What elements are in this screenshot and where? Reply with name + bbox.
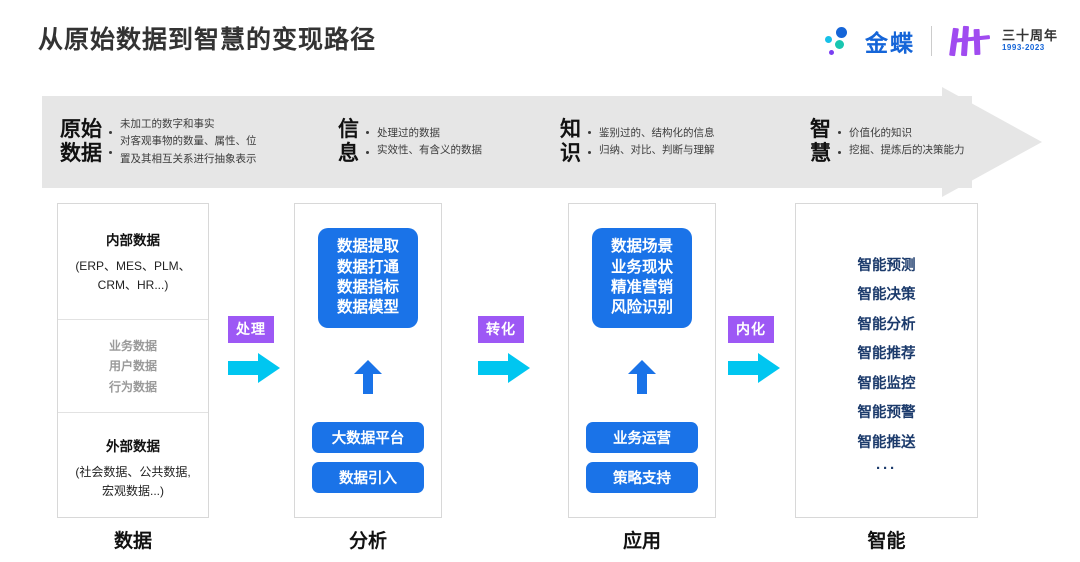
intelligence-list: 智能预测 智能决策 智能分析 智能推荐 智能监控 智能预警 智能推送 ··· — [796, 204, 977, 477]
band-segment-line: 处理过的数据 — [377, 126, 440, 139]
band-segment-line: 实效性、有含义的数据 — [377, 144, 482, 156]
anniversary-mark-icon — [948, 24, 992, 58]
data-category-block: 业务数据 用户数据 行为数据 — [58, 320, 208, 413]
connector-label: 转化 — [478, 316, 524, 343]
connector-transform: 转化 — [478, 316, 538, 383]
bullet-dots-icon — [588, 130, 591, 154]
band-segment-title: 智 慧 — [810, 117, 831, 165]
band-segment-knowledge: 知 识 鉴别过的、结构化的信息 归纳、对比、判断与理解 — [560, 96, 810, 188]
brand-logo: 金蝶 三十周年 1993-2023 — [823, 22, 1058, 60]
bullet-dots-icon — [838, 130, 841, 154]
connector-label: 内化 — [728, 316, 774, 343]
band-segment-wisdom: 智 慧 价值化的知识 挖掘、提炼后的决策能力 — [810, 96, 1030, 188]
page-title: 从原始数据到智慧的变现路径 — [38, 26, 377, 54]
data-category-item: 业务数据 — [108, 339, 157, 353]
band-segment-line: 对客观事物的数量、属性、位 置及其相互关系进行抽象表示 — [120, 135, 257, 165]
application-pill-business-operations[interactable]: 业务运营 — [586, 422, 698, 453]
capability-line: 数据提取 — [336, 238, 399, 256]
band-segment-line: 挖掘、提炼后的决策能力 — [849, 144, 965, 156]
application-capability-box: 数据场景 业务现状 精准营销 风险识别 — [592, 228, 692, 328]
band-segment-title: 信 息 — [338, 117, 359, 165]
list-ellipsis: ··· — [876, 459, 897, 477]
bullet-dots-icon — [109, 130, 112, 154]
right-arrow-icon — [228, 353, 284, 383]
analysis-pill-data-ingestion[interactable]: 数据引入 — [312, 462, 424, 493]
capability-line: 数据指标 — [336, 279, 399, 296]
anniversary-years: 1993-2023 — [1001, 42, 1045, 52]
band-segment-line: 未加工的数字和事实 — [120, 118, 215, 131]
anniversary-text: 三十周年 1993-2023 — [1002, 29, 1058, 52]
band-segment-line: 鉴别过的、结构化的信息 — [599, 126, 715, 139]
maturity-arrow-band: 原始 数据 未加工的数字和事实 对客观事物的数量、属性、位 置及其相互关系进行抽… — [42, 87, 1042, 197]
brand-divider — [930, 26, 932, 56]
kingdee-dots-icon — [823, 25, 855, 57]
data-category-item: 用户数据 — [108, 359, 157, 374]
right-arrow-icon — [478, 353, 534, 383]
band-arrow-head — [942, 87, 1042, 197]
anniversary-label: 三十周年 — [1001, 28, 1058, 44]
list-item: 智能预测 — [857, 258, 916, 274]
analysis-pill-bigdata-platform[interactable]: 大数据平台 — [312, 422, 424, 453]
internal-data-title: 内部数据 — [106, 233, 160, 248]
capability-line: 精准营销 — [610, 279, 673, 296]
list-item: 智能分析 — [857, 316, 916, 333]
column-card-data: 内部数据 (ERP、MES、PLM、 CRM、HR...) 业务数据 用户数据 … — [57, 203, 209, 518]
application-up-arrow-icon — [628, 360, 656, 394]
external-data-block: 外部数据 (社会数据、公共数据, 宏观数据...) — [58, 413, 208, 500]
list-item: 智能推送 — [857, 434, 916, 451]
list-item: 智能决策 — [857, 287, 916, 304]
stage-label-application: 应用 — [622, 531, 661, 552]
connector-internalize: 内化 — [728, 316, 788, 383]
data-category-item: 行为数据 — [108, 379, 157, 394]
stage-labels: 数据 分析 应用 智能 — [0, 526, 1080, 558]
capability-line: 业务现状 — [610, 258, 673, 276]
band-segment-information: 信 息 处理过的数据 实效性、有含义的数据 — [338, 96, 560, 188]
capability-line: 风险识别 — [610, 299, 673, 317]
band-segment-title: 知 识 — [560, 117, 581, 165]
stage-label-data: 数据 — [113, 531, 152, 552]
band-segment-line: 价值化的知识 — [849, 126, 912, 139]
list-item: 智能推荐 — [857, 346, 916, 363]
band-segment-raw-data: 原始 数据 未加工的数字和事实 对客观事物的数量、属性、位 置及其相互关系进行抽… — [60, 96, 338, 188]
analysis-capability-box: 数据提取 数据打通 数据指标 数据模型 — [318, 228, 418, 328]
band-segment-title: 原始 数据 — [60, 117, 102, 165]
connector-process: 处理 — [228, 316, 288, 383]
right-arrow-icon — [728, 353, 784, 383]
connector-label: 处理 — [228, 316, 274, 343]
capability-line: 数据模型 — [336, 299, 399, 317]
internal-data-sources: (ERP、MES、PLM、 CRM、HR...) — [75, 259, 191, 292]
pipeline-row: 内部数据 (ERP、MES、PLM、 CRM、HR...) 业务数据 用户数据 … — [0, 203, 1080, 523]
stage-label-intelligence: 智能 — [867, 531, 906, 552]
list-item: 智能监控 — [857, 375, 916, 392]
internal-data-block: 内部数据 (ERP、MES、PLM、 CRM、HR...) — [58, 204, 208, 320]
list-item: 智能预警 — [857, 405, 916, 422]
analysis-up-arrow-icon — [354, 360, 382, 394]
brand-name: 金蝶 — [864, 30, 915, 56]
external-data-sources: (社会数据、公共数据, 宏观数据...) — [75, 465, 191, 498]
column-card-intelligence: 智能预测 智能决策 智能分析 智能推荐 智能监控 智能预警 智能推送 ··· — [795, 203, 978, 518]
bullet-dots-icon — [366, 130, 369, 154]
stage-label-analysis: 分析 — [348, 531, 387, 552]
band-body — [42, 96, 972, 188]
application-pill-strategy-support[interactable]: 策略支持 — [586, 462, 698, 493]
band-segment-line: 归纳、对比、判断与理解 — [599, 144, 715, 156]
external-data-title: 外部数据 — [106, 439, 160, 454]
capability-line: 数据场景 — [610, 238, 673, 256]
capability-line: 数据打通 — [336, 258, 399, 276]
